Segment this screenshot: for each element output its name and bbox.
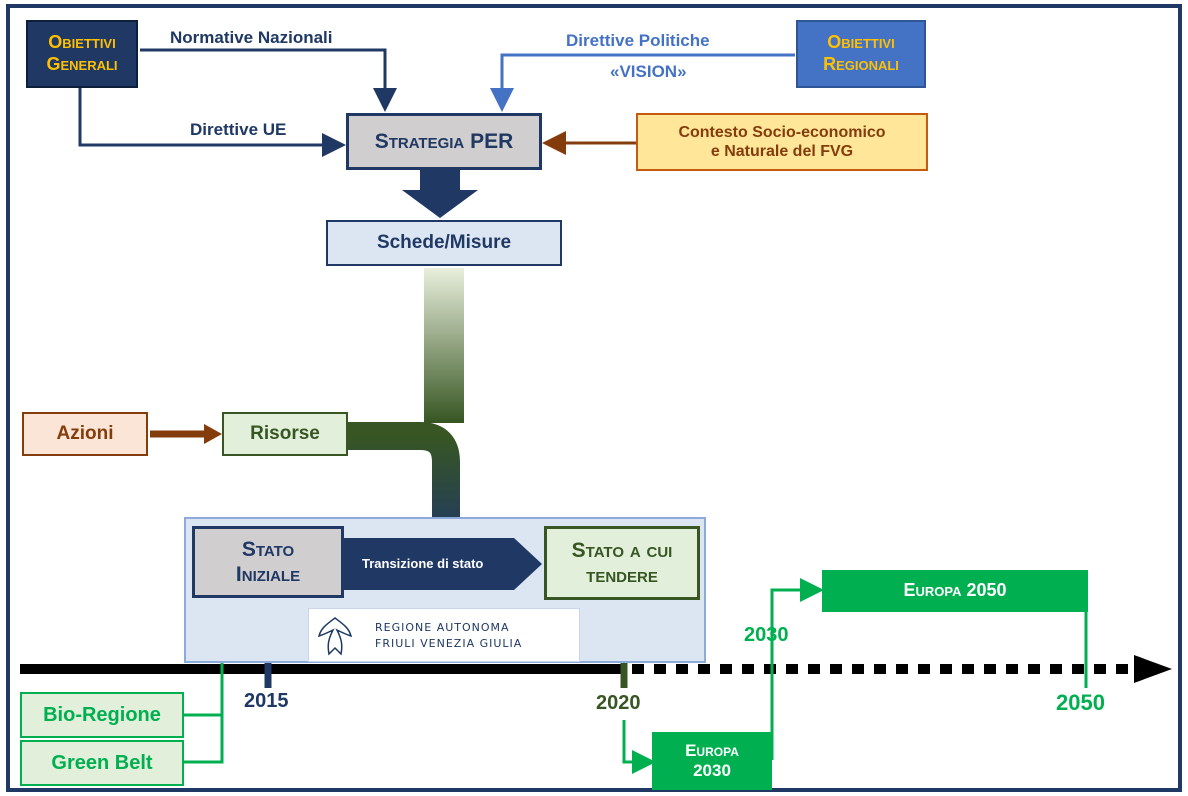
year-2030: 2030 (744, 624, 789, 646)
europa-2050-label: Europa 2050 (903, 580, 1007, 601)
contesto-line1: Contesto Socio-economico (678, 123, 886, 141)
normative-nazionali-arrow (140, 48, 397, 112)
direttive-politiche-arrow (490, 53, 795, 112)
europa-2030-line2: 2030 (693, 761, 731, 780)
stato-iniziale-box: Stato Iniziale (192, 526, 344, 598)
obiettivi-regionali-line1: Obiettivi (827, 32, 895, 53)
logo-line1: REGIONE AUTONOMA (375, 621, 510, 634)
bio-regione-box: Bio-Regione (20, 692, 184, 738)
azioni-box: Azioni (22, 412, 148, 456)
transizione-arrow (344, 538, 542, 590)
logo-line2: FRIULI VENEZIA GIULIA (375, 637, 523, 650)
schede-misure-label: Schede/Misure (376, 231, 512, 253)
eagle-icon (317, 617, 353, 656)
contesto-box: Contesto Socio-economico e Naturale del … (636, 113, 928, 171)
azioni-label: Azioni (56, 422, 114, 444)
strategia-down-arrow (402, 170, 478, 218)
azioni-arrowhead (204, 424, 222, 444)
regione-logo: REGIONE AUTONOMA FRIULI VENEZIA GIULIA (308, 608, 580, 662)
obiettivi-generali-line1: Obiettivi (48, 32, 116, 53)
stato-tendere-line2: tendere (586, 564, 658, 587)
bio-regione-label: Bio-Regione (43, 704, 161, 726)
strategia-per-label: Strategia PER (374, 129, 514, 153)
europa-2030-line1: Europa (685, 740, 739, 760)
obiettivi-generali-box: Obiettivi Generali (26, 20, 138, 88)
europa-2050-arrow (770, 578, 824, 760)
schede-misure-box: Schede/Misure (326, 220, 562, 266)
transizione-label: Transizione di stato (362, 556, 484, 571)
timeline-arrowhead (1134, 655, 1172, 683)
europa-2050-box: Europa 2050 (822, 570, 1088, 612)
direttive-ue-label: Direttive UE (190, 120, 287, 139)
year-2015: 2015 (244, 690, 289, 712)
stato-tendere-line1: Stato a cui (571, 538, 673, 562)
green-belt-box: Green Belt (20, 740, 184, 786)
year-2050: 2050 (1056, 690, 1105, 715)
vision-label: «VISION» (610, 62, 687, 81)
normative-nazionali-label: Normative Nazionali (170, 28, 333, 47)
direttive-ue-arrow (78, 88, 346, 157)
strategia-per-box: Strategia PER (346, 113, 542, 170)
gradient-bar (424, 268, 464, 423)
obiettivi-regionali-box: Obiettivi Regionali (796, 20, 926, 88)
year-2020: 2020 (596, 692, 641, 714)
contesto-line2: e Naturale del FVG (710, 143, 854, 160)
green-belt-label: Green Belt (51, 752, 153, 774)
europa-2030-box: Europa 2030 (652, 732, 772, 790)
green-belt-connector (184, 715, 224, 764)
outer-border (6, 4, 1182, 792)
stato-tendere-box: Stato a cui tendere (544, 526, 700, 600)
obiettivi-generali-line2: Generali (46, 54, 118, 74)
europa-2030-arrow (622, 720, 656, 774)
obiettivi-regionali-line2: Regionali (823, 54, 899, 74)
risorse-label: Risorse (250, 422, 320, 444)
risorse-box: Risorse (222, 412, 348, 456)
direttive-politiche-label: Direttive Politiche (566, 31, 710, 50)
stato-iniziale-line1: Stato (241, 537, 295, 561)
stato-iniziale-line2: Iniziale (235, 563, 301, 586)
